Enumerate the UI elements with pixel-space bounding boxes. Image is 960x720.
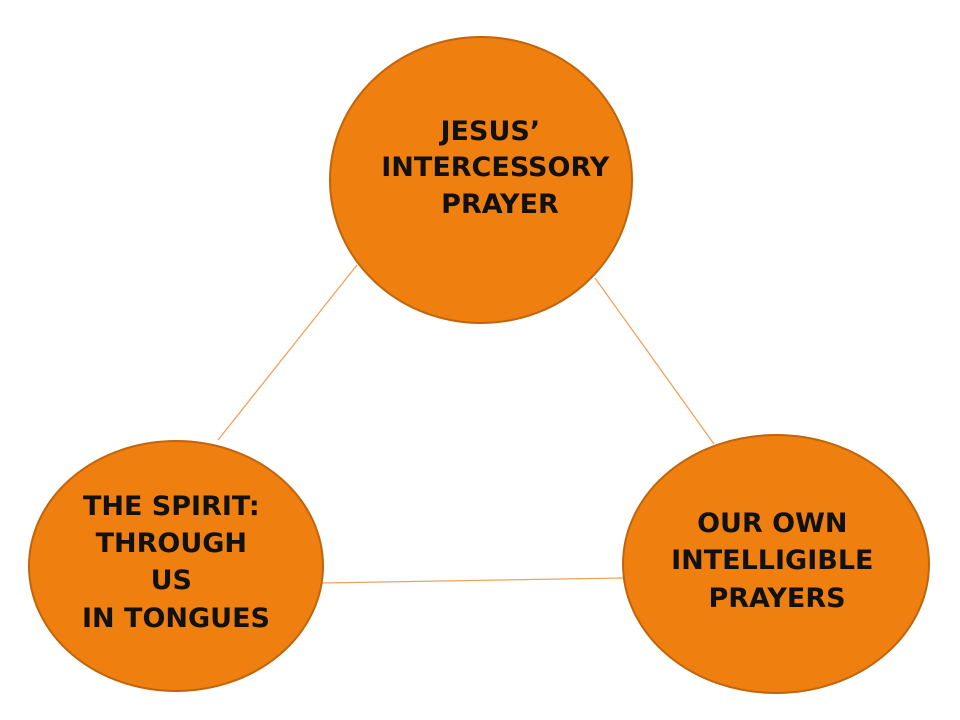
node-top-label: JESUS’ INTERCESSORY PRAYER [381, 116, 618, 220]
node-top-circle [329, 36, 633, 324]
node-left-label: THE SPIRIT: THROUGH US IN TONGUES [82, 491, 270, 634]
node-right-line-2: INTELLIGIBLE [671, 545, 873, 576]
connector-top-right [594, 277, 715, 445]
node-left-line-1: THE SPIRIT: [83, 491, 260, 522]
node-left-circle [28, 440, 324, 692]
node-right-circle [622, 434, 930, 694]
node-spirit-tongues: THE SPIRIT: THROUGH US IN TONGUES [28, 440, 324, 692]
node-jesus-intercessory-prayer: JESUS’ INTERCESSORY PRAYER [329, 36, 633, 324]
node-left-line-2: THROUGH [96, 528, 247, 559]
node-our-own-intelligible-prayers: OUR OWN INTELLIGIBLE PRAYERS [622, 434, 930, 694]
node-right-line-3: PRAYERS [708, 583, 845, 614]
connector-top-left [217, 264, 358, 441]
node-right-line-1: OUR OWN [697, 508, 847, 539]
node-top-line-2: INTERCESSORY [381, 152, 609, 183]
connector-left-right [321, 577, 624, 584]
node-top-line-3: PRAYER [441, 189, 559, 220]
node-top-line-1: JESUS’ [439, 116, 541, 147]
node-left-line-4: IN TONGUES [82, 603, 270, 634]
node-left-line-3: US [151, 565, 192, 596]
node-right-label: OUR OWN INTELLIGIBLE PRAYERS [671, 508, 883, 614]
